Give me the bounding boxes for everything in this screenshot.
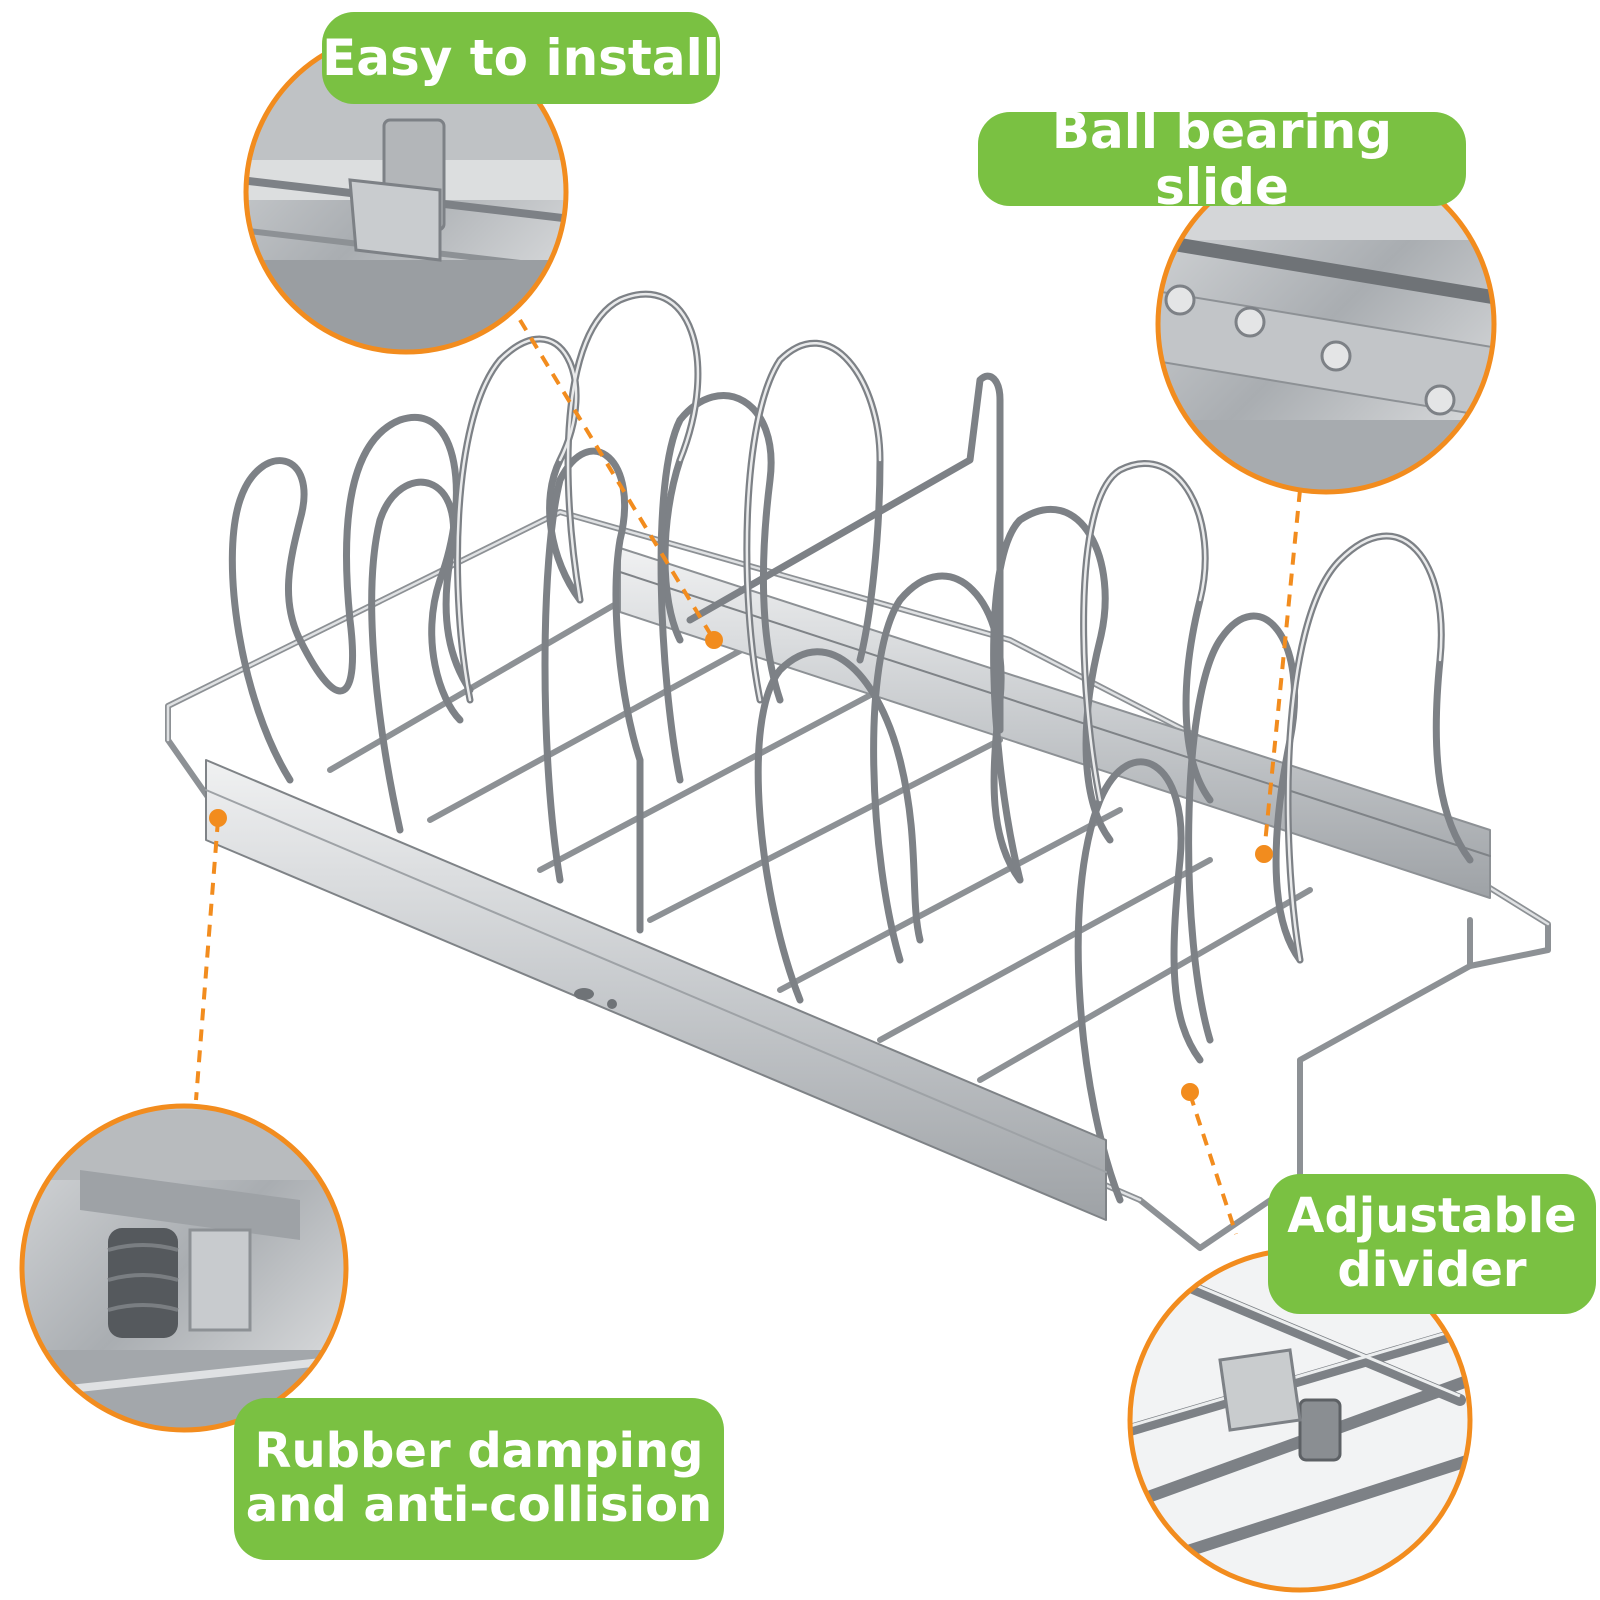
label-easy-to-install: Easy to install <box>322 12 720 104</box>
front-slide-rail <box>205 759 1107 1221</box>
label-adjustable-divider: Adjustable divider <box>1268 1174 1596 1314</box>
leader-lines <box>194 318 1302 1235</box>
rail-hole <box>607 999 617 1009</box>
leader-dots <box>209 631 1273 1101</box>
rack-illustration <box>165 290 1551 1251</box>
label-rubber-damping: Rubber damping and anti-collision <box>234 1398 724 1560</box>
rail-hole <box>574 988 594 1000</box>
back-slide-rail <box>619 547 1491 899</box>
zoom-circle-rubber <box>19 1103 349 1433</box>
label-ball-bearing-slide: Ball bearing slide <box>978 103 1466 215</box>
